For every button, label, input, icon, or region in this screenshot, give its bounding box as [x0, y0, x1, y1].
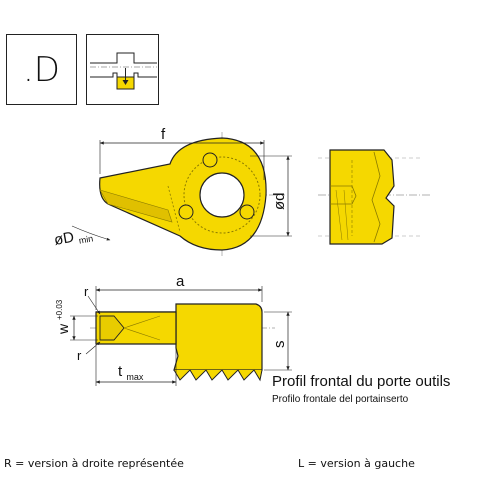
- dim-s-label: s: [271, 341, 288, 349]
- top-view: f ød øD min: [53, 126, 292, 256]
- screw-hole-icon: [202, 152, 218, 168]
- insert-top-body: [99, 137, 267, 251]
- side-view: [318, 149, 430, 245]
- insert-code-label: .D: [23, 49, 60, 90]
- insert-front-body: [96, 303, 263, 371]
- note-left-version: L = version à gauche: [298, 457, 415, 470]
- dim-Dmin-label: øD: [53, 229, 76, 249]
- insert-code-box: .D: [6, 34, 77, 105]
- dim-w-label: w: [55, 323, 71, 335]
- note-right-version: R = version à droite représentée: [4, 457, 184, 470]
- dim-a-label: a: [176, 273, 185, 290]
- svg-text:øD min: øD min: [53, 225, 94, 249]
- insert-side-body: [329, 149, 395, 245]
- insert-center-hole: [199, 172, 245, 218]
- insert-technical-drawing: f ød øD min a: [53, 126, 430, 386]
- svg-text:t max: t max: [118, 363, 144, 382]
- screw-hole-icon: [239, 204, 255, 220]
- dim-t-label: t: [118, 363, 123, 380]
- caption-french: Profil frontal du porte outils: [272, 373, 451, 390]
- dim-w-tolerance: +0.03: [55, 299, 64, 320]
- screw-hole-icon: [178, 204, 194, 220]
- dim-r-bottom-label: r: [77, 348, 82, 363]
- dim-d-label: ød: [271, 192, 288, 210]
- dim-r-top-label: r: [84, 284, 89, 299]
- dim-Dmin-sub: min: [78, 233, 94, 245]
- svg-text:w +0.03: w +0.03: [55, 299, 71, 335]
- groove-type-icon: [86, 34, 159, 105]
- front-view: a s w +0.03 r r t max: [55, 273, 292, 386]
- dim-f-label: f: [161, 126, 166, 143]
- caption-italian: Profilo frontale del portainserto: [272, 394, 409, 405]
- dim-t-sub: max: [126, 372, 144, 382]
